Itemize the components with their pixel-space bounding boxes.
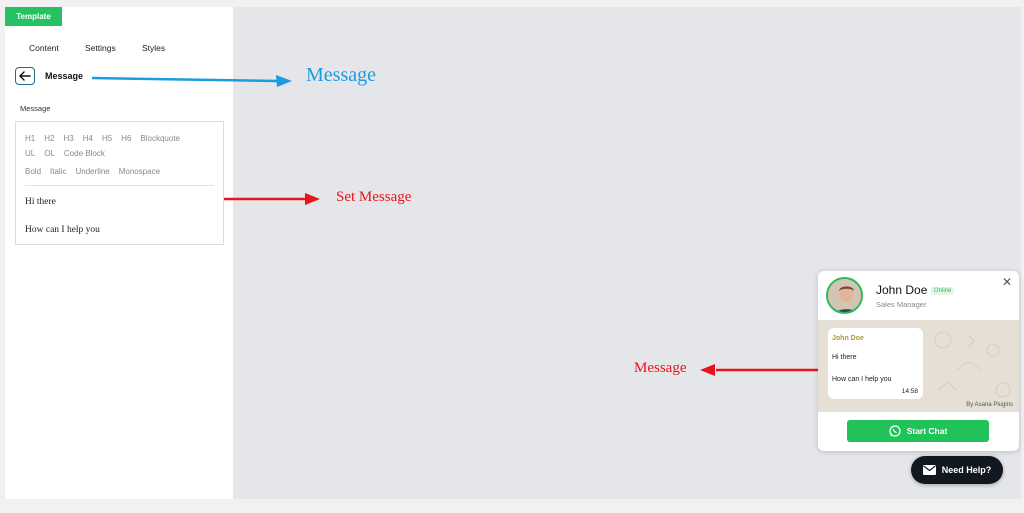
toolbar-h2[interactable]: H2	[44, 134, 55, 143]
sidebar-panel: Template Content Settings Styles Message…	[5, 7, 233, 499]
toolbar-row-headings: H1 H2 H3 H4 H5 H6 Blockquote	[25, 134, 180, 143]
need-help-label: Need Help?	[941, 465, 992, 475]
status-badge: Online	[931, 287, 955, 295]
annotation-message-bottom: Message	[634, 360, 687, 376]
bubble-sender: John Doe	[832, 335, 864, 342]
whatsapp-icon	[889, 425, 901, 437]
toolbar-row-format: Bold Italic Underline Monospace	[25, 167, 160, 176]
toolbar-h4[interactable]: H4	[82, 134, 93, 143]
editor-divider	[25, 185, 214, 186]
toolbar-h6[interactable]: H6	[121, 134, 132, 143]
message-editor[interactable]: H1 H2 H3 H4 H5 H6 Blockquote UL OL Code …	[15, 121, 224, 245]
bubble-line-2: How can I help you	[832, 376, 892, 383]
field-label: Message	[20, 104, 51, 113]
close-icon[interactable]: ✕	[1001, 275, 1012, 289]
message-line-1[interactable]: Hi there	[25, 197, 56, 207]
bubble-time: 14:58	[901, 388, 918, 395]
chat-area: John Doe Hi there How can I help you 14:…	[818, 320, 1019, 412]
message-bubble: John Doe Hi there How can I help you 14:…	[828, 328, 923, 399]
message-line-2[interactable]: How can I help you	[25, 225, 100, 235]
toolbar-ul[interactable]: UL	[25, 149, 36, 158]
toolbar-h5[interactable]: H5	[101, 134, 113, 143]
arrow-left-icon	[19, 71, 31, 81]
bubble-line-1: Hi there	[832, 354, 857, 361]
section-title: Message	[45, 71, 84, 81]
chat-background-pattern	[934, 331, 1011, 398]
toolbar-h3[interactable]: H3	[63, 134, 74, 143]
start-chat-label: Start Chat	[906, 426, 948, 436]
toolbar-row-lists: UL OL Code Block	[25, 149, 105, 158]
toolbar-bold[interactable]: Bold	[25, 167, 42, 176]
chat-widget: ✕ John Doe Online Sales Manager John Doe…	[818, 271, 1019, 451]
tab-content[interactable]: Content	[29, 43, 59, 53]
tab-styles[interactable]: Styles	[142, 43, 166, 53]
template-badge[interactable]: Template	[5, 7, 62, 26]
toolbar-underline[interactable]: Underline	[75, 167, 110, 176]
start-chat-button[interactable]: Start Chat	[847, 420, 989, 442]
powered-by-label: By Asana Plugins	[966, 402, 1013, 408]
toolbar-italic[interactable]: Italic	[50, 167, 67, 176]
toolbar-monospace[interactable]: Monospace	[118, 167, 161, 176]
tab-settings[interactable]: Settings	[85, 43, 116, 53]
agent-role: Sales Manager	[876, 300, 927, 309]
toolbar-code-block[interactable]: Code Block	[63, 149, 105, 158]
annotation-message-top: Message	[306, 64, 376, 86]
toolbar-blockquote[interactable]: Blockquote	[140, 134, 180, 143]
toolbar-h1[interactable]: H1	[25, 134, 36, 143]
envelope-icon	[922, 465, 936, 475]
need-help-button[interactable]: Need Help?	[911, 456, 1003, 484]
back-button[interactable]	[15, 67, 35, 85]
toolbar-ol[interactable]: OL	[44, 149, 55, 158]
annotation-set-message: Set Message	[336, 189, 412, 205]
agent-name: John Doe	[876, 283, 928, 297]
avatar	[826, 277, 863, 314]
